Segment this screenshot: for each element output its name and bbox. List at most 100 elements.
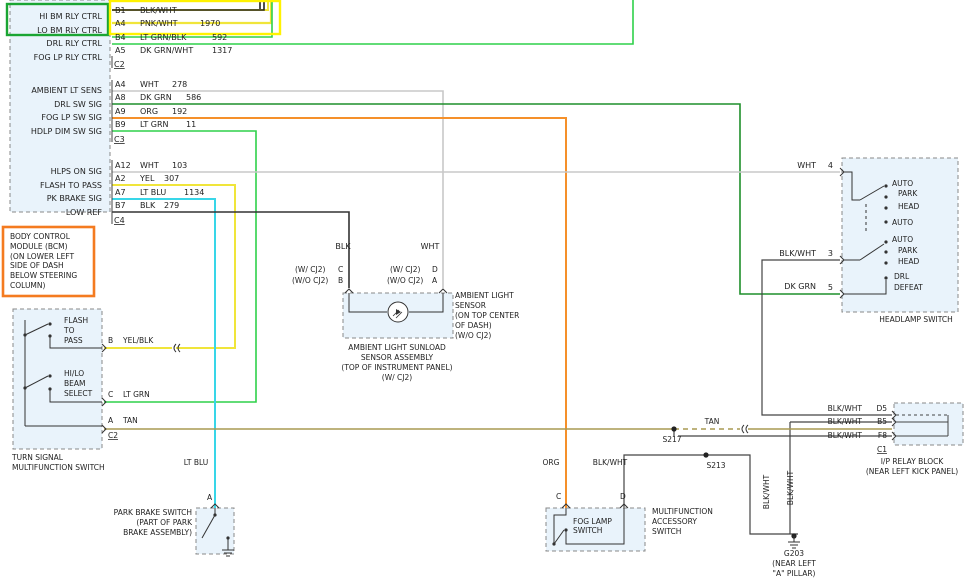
bcm-ckt-278: 278 xyxy=(172,80,187,89)
ts-wire-tan: TAN xyxy=(122,416,138,425)
bcm-pin-b9: B9 xyxy=(115,120,126,129)
bcm-sig-lo-bm: LO BM RLY CTRL xyxy=(37,26,102,35)
fog-label-2: ACCESSORY xyxy=(652,517,697,526)
bcm-sig-drl-sw: DRL SW SIG xyxy=(54,100,102,109)
hdlp-wire-blkwht: BLK/WHT xyxy=(779,249,816,258)
wire-a9-org-192 xyxy=(112,117,567,510)
g203-label-3: "A" PILLAR) xyxy=(773,569,816,578)
pb-label-2: (PART OF PARK xyxy=(136,518,193,527)
bcm-wire-a12: WHT xyxy=(140,161,159,170)
ts-pin-b: B xyxy=(108,336,113,345)
park-brake-switch: LT BLU A PARK BRAKE SWITCH (PART OF PARK… xyxy=(114,458,235,557)
bcm-sig-pk-brake: PK BRAKE SIG xyxy=(47,194,102,203)
ts-flash-line1: FLASH xyxy=(64,316,88,325)
bcm-sig-ambient: AMBIENT LT SENS xyxy=(31,86,102,95)
ambient-assembly-label-4: (W/ CJ2) xyxy=(382,373,412,382)
wire-b4-ltgrnblk xyxy=(112,0,273,38)
ambient-connector-right xyxy=(438,288,448,294)
g203-label-1: G203 xyxy=(784,549,804,558)
ambient-pin-c: C xyxy=(338,265,343,274)
bcm-sig-hlps-on: HLPS ON SIG xyxy=(51,167,102,176)
relay-block-box xyxy=(893,402,964,446)
rb-wire-f8: BLK/WHT xyxy=(828,431,863,440)
ambient-sensor-label-4: OF DASH) xyxy=(455,321,492,330)
wire-a5-dkgrnwht xyxy=(112,0,634,45)
ts-conn-c2: C2 xyxy=(108,431,118,440)
hdlp-pos-head-2: HEAD xyxy=(898,257,920,266)
ts-flash-blade xyxy=(24,323,49,336)
rb-pin-f8: F8 xyxy=(878,431,887,440)
bcm-wire-b4: LT GRN/BLK xyxy=(140,33,187,42)
bcm-highlight-yellow xyxy=(108,0,282,36)
bcm-conn-c4: C4 xyxy=(114,216,125,225)
wire-blkwht-hdlp xyxy=(761,259,892,416)
bcm-wire-a7: LT BLU xyxy=(140,188,166,197)
bcm-title-line5: BELOW STEERING xyxy=(10,271,77,280)
ts-inline-connector xyxy=(173,343,181,353)
fog-pin-d: D xyxy=(620,492,626,501)
ambient-assembly-label-3: (TOP OF INSTRUMENT PANEL) xyxy=(341,363,452,372)
bcm-ckt-307: 307 xyxy=(164,174,179,183)
fog-label-1: MULTIFUNCTION xyxy=(652,507,713,516)
hdlp-contact-head2 xyxy=(884,261,888,265)
bcm-pin-a9: A9 xyxy=(115,107,126,116)
tan-inline-connector xyxy=(741,424,749,434)
bcm-pin-a2: A2 xyxy=(115,174,126,183)
bcm-sig-fog-rly: FOG LP RLY CTRL xyxy=(34,53,103,62)
ts-hilo-pivot xyxy=(23,386,27,390)
hdlp-pos-drl: DRL xyxy=(894,272,910,281)
turn-signal-box xyxy=(12,308,103,450)
pb-label-3: BRAKE ASSEMBLY) xyxy=(123,528,192,537)
ts-hilo-blade xyxy=(24,375,49,389)
bcm-wire-b9: LT GRN xyxy=(140,120,169,129)
wire-a4-pnkwht xyxy=(112,0,273,25)
hdlp-internal-3 xyxy=(844,280,887,295)
pb-label-1: PARK BRAKE SWITCH xyxy=(114,508,192,517)
tan-wire-label: TAN xyxy=(704,417,720,426)
rb-pin-b5: B5 xyxy=(877,417,887,426)
bcm-pin-b4: B4 xyxy=(115,33,126,42)
bcm-title-line3: (ON LOWER LEFT xyxy=(10,252,74,261)
wire-a8-dkgrn-586 xyxy=(112,103,840,295)
ambient-assembly-label-1: AMBIENT LIGHT SUNLOAD xyxy=(348,343,446,352)
ts-pin-a: A xyxy=(108,416,114,425)
ambient-assembly-label-2: SENSOR ASSEMBLY xyxy=(361,353,434,362)
bcm-conn-c3: C3 xyxy=(114,135,125,144)
ambient-sensor-label-3: (ON TOP CENTER xyxy=(455,311,519,320)
fog-lamp-switch: ORG BLK/WHT C D FOG LAMP SWITCH MULTIFUN… xyxy=(543,458,713,552)
ts-flash-contact xyxy=(48,322,52,326)
fog-connector-c xyxy=(561,503,571,509)
rb-conn-c1: C1 xyxy=(877,445,887,454)
ground-icon xyxy=(788,541,800,549)
ts-hilo-contact xyxy=(48,374,52,378)
pb-wire-ltblu: LT BLU xyxy=(184,458,209,467)
bcm-wire-a8: DK GRN xyxy=(140,93,172,102)
bcm-ckt-1317: 1317 xyxy=(212,46,232,55)
ambient-sensor-label-2: SENSOR xyxy=(455,301,486,310)
wires xyxy=(104,0,892,535)
headlamp-switch: WHT 4 BLK/WHT 3 DK GRN 5 AUTO PARK HEAD … xyxy=(779,157,959,324)
hdlp-pin-5: 5 xyxy=(828,283,833,292)
fog-pivot xyxy=(552,542,556,546)
pb-pivot xyxy=(213,513,217,517)
ts-hilo-line1: HI/LO xyxy=(64,369,84,378)
hdlp-pos-park-1: PARK xyxy=(898,189,918,198)
hdlp-pin-4: 4 xyxy=(828,161,833,170)
wire-a7-ltblu-1134 xyxy=(112,198,216,508)
headlamp-switch-label: HEADLAMP SWITCH xyxy=(879,315,953,324)
bcm-conn-c2: C2 xyxy=(114,60,125,69)
ts-connector-b xyxy=(101,343,107,353)
pb-ground-icon xyxy=(222,549,234,557)
g203-wire-2: BLK/WHT xyxy=(786,470,795,505)
hdlp-wire-wht: WHT xyxy=(797,161,816,170)
hdlp-pin-3: 3 xyxy=(828,249,833,258)
hdlp-contact-auto3 xyxy=(884,240,888,244)
bcm-pin-a8: A8 xyxy=(115,93,126,102)
pb-connector xyxy=(210,503,220,509)
bcm-wire-a4-mid: WHT xyxy=(140,80,159,89)
bcm-sig-low-ref: LOW REF xyxy=(66,208,103,217)
relay-block: BLK/WHT D5 BLK/WHT B5 BLK/WHT F8 C1 I/P … xyxy=(828,402,964,476)
fog-blade xyxy=(553,529,565,545)
bcm-wire-a4-top: PNK/WHT xyxy=(140,19,178,28)
splices: S217 TAN S213 xyxy=(662,417,749,470)
